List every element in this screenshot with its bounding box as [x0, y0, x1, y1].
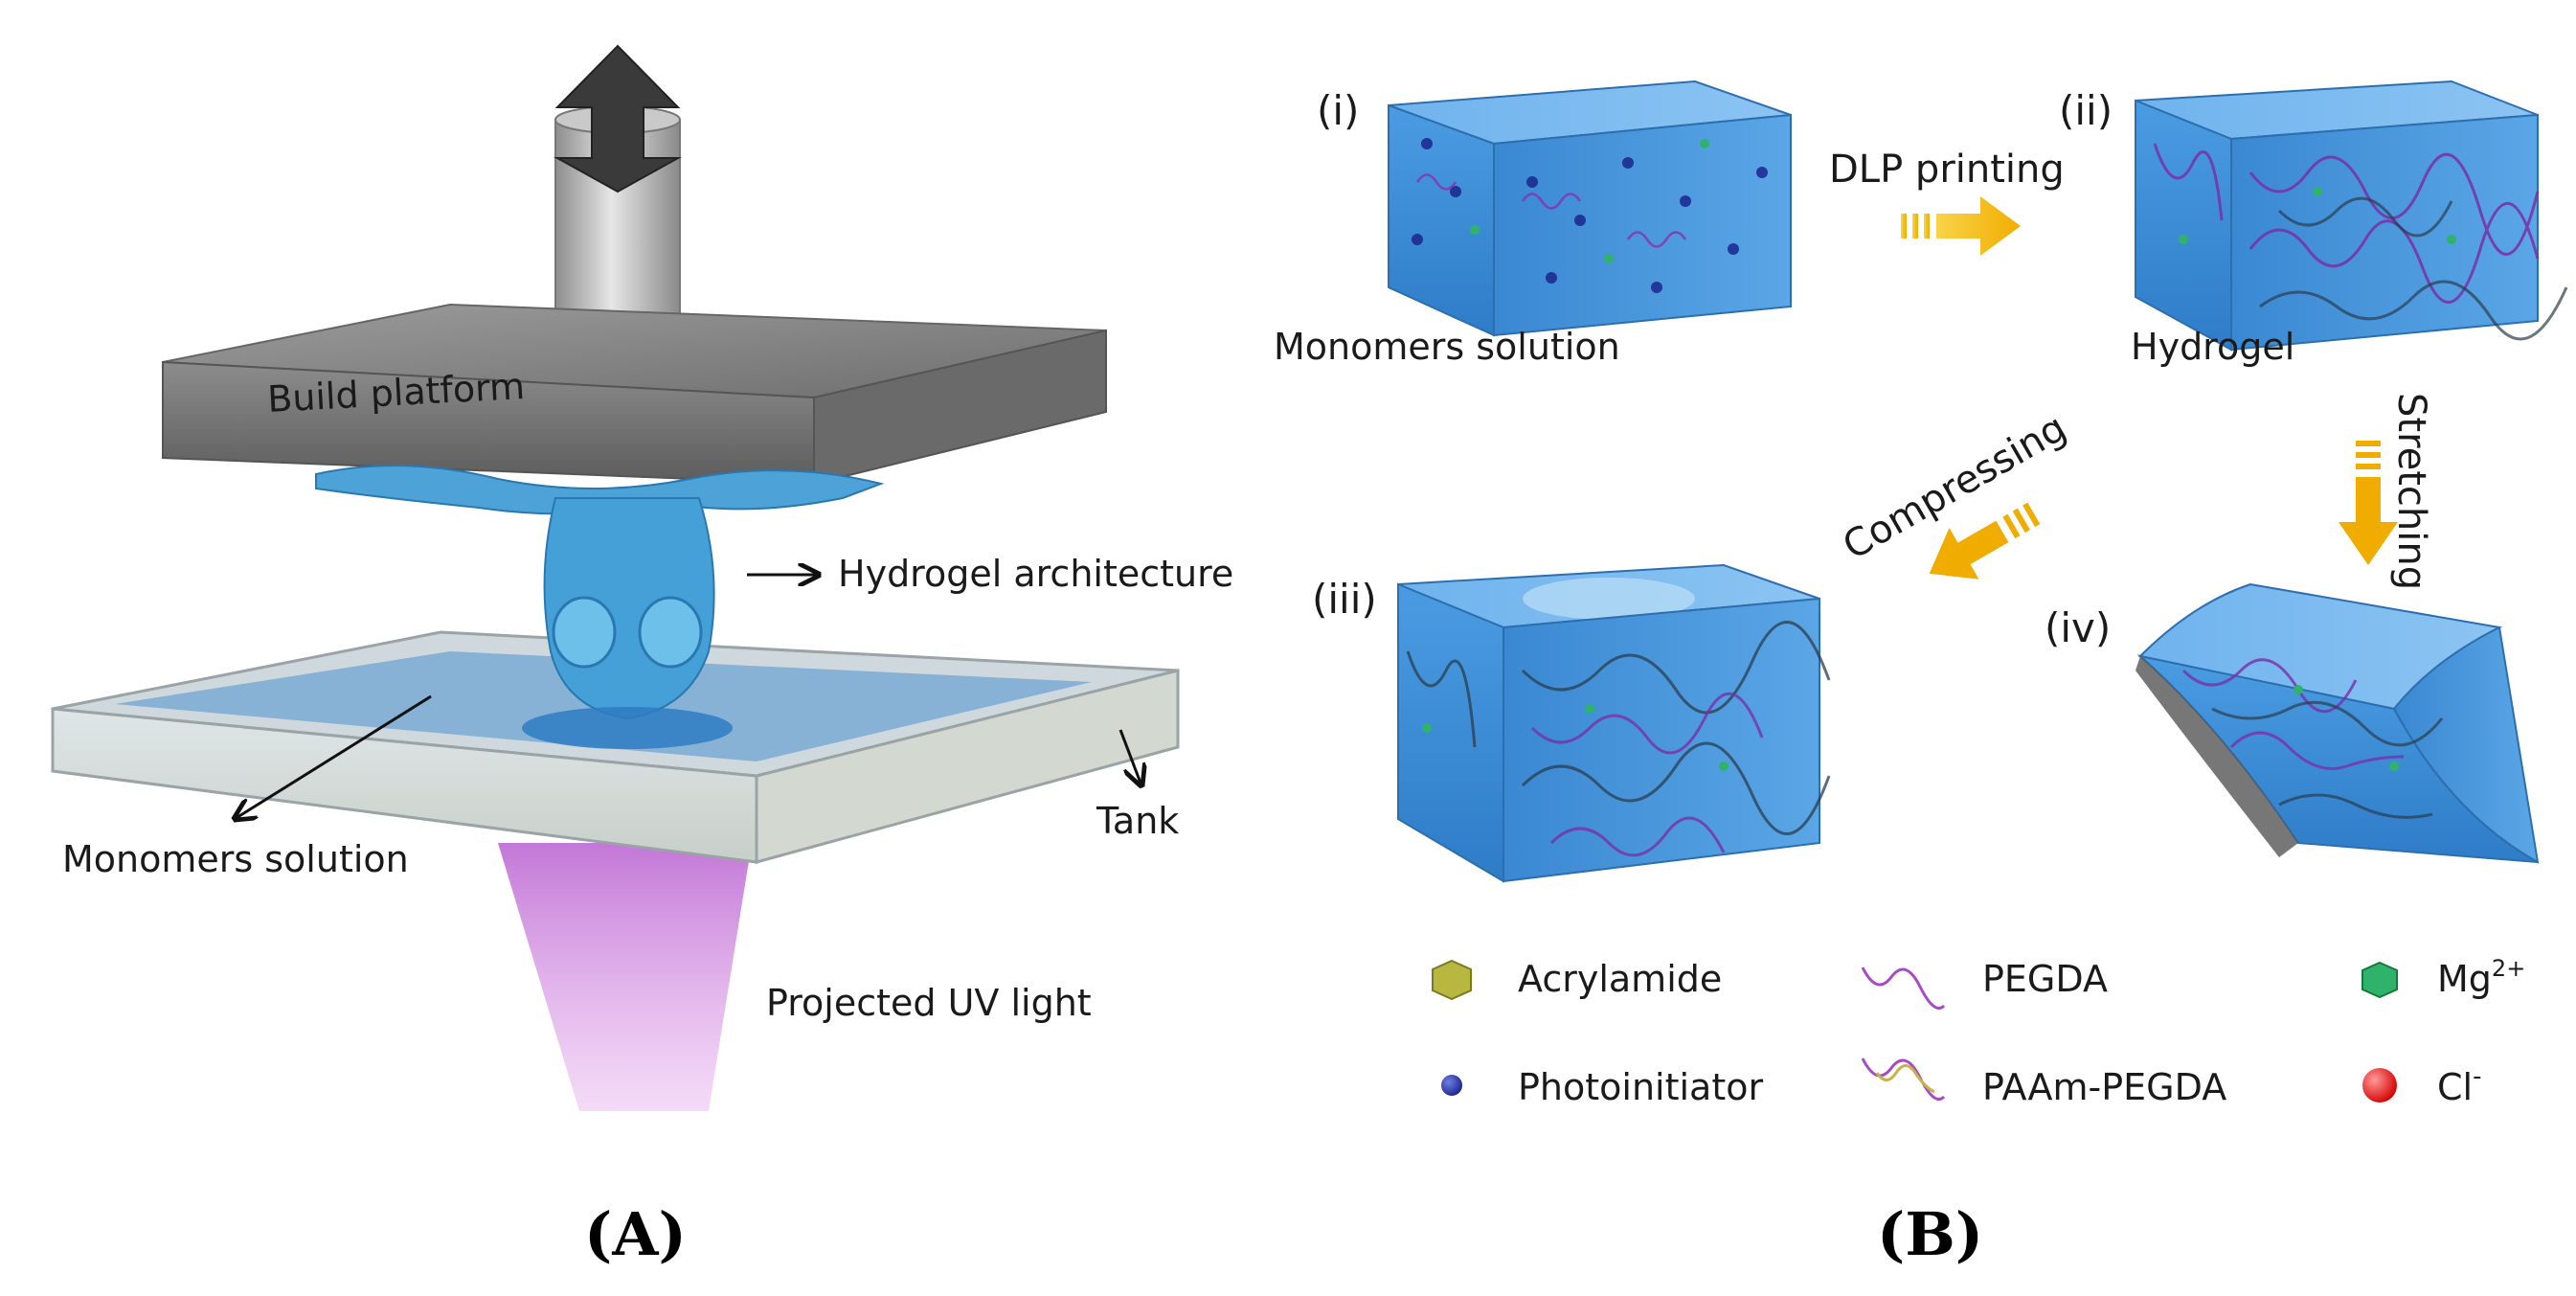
- dlp-printing-label: DLP printing: [1829, 148, 2065, 192]
- hydrogel-architecture-label: Hydrogel architecture: [838, 553, 1233, 595]
- tank-callout-arrow: [1119, 729, 1141, 785]
- mg-ion-icon: [2361, 961, 2398, 999]
- block-stretched: [2135, 582, 2540, 864]
- panel-a-label: (A): [584, 1199, 687, 1269]
- stretching-arrow-icon: [2339, 441, 2398, 565]
- cl-superscript: -: [2473, 1062, 2481, 1091]
- block-hydrogel: [2135, 80, 2568, 352]
- stage-iii-label: (iii): [1312, 576, 1377, 623]
- legend-item-paam-pegda: PAAm-PEGDA: [1861, 1057, 2226, 1108]
- stretching-label: Stretching: [2389, 393, 2433, 590]
- legend-label-mg: Mg2+: [2437, 955, 2525, 1000]
- projected-uv-label: Projected UV light: [766, 982, 1092, 1024]
- mg-superscript: 2+: [2492, 955, 2525, 982]
- stage-i-label: (i): [1317, 87, 1359, 134]
- stage-ii-label: (ii): [2059, 87, 2113, 134]
- compressing-arrow-icon: [1929, 502, 2041, 580]
- stage-iv-label: (iv): [2045, 604, 2111, 651]
- pegda-icon: [1861, 966, 1946, 1010]
- legend-item-mg: Mg2+: [2361, 955, 2525, 1000]
- legend-item-cl: Cl-: [2362, 1062, 2481, 1108]
- panel-b: (i) (ii) (iii) (iv) Monomers solution Hy…: [1274, 80, 2568, 1269]
- legend-label-acrylamide: Acrylamide: [1518, 958, 1722, 1000]
- cl-ion-icon: [2362, 1068, 2397, 1103]
- uv-light-cone: [498, 843, 752, 1111]
- block-compressed: [1397, 563, 1831, 883]
- mg-text: Mg: [2437, 958, 2492, 1000]
- photoinitiator-icon: [1441, 1075, 1462, 1096]
- legend-item-pegda: PEGDA: [1861, 958, 2108, 1010]
- legend: Acrylamide PEGDA Mg2+ Photoinitiator PAA…: [1432, 955, 2525, 1108]
- monomers-solution-label-a: Monomers solution: [62, 838, 409, 880]
- legend-item-acrylamide: Acrylamide: [1432, 958, 1722, 1001]
- legend-label-paam-pegda: PAAm-PEGDA: [1982, 1066, 2226, 1108]
- legend-label-pegda: PEGDA: [1982, 958, 2108, 1000]
- paam-pegda-icon: [1861, 1057, 1946, 1101]
- hydrogel-architecture: [315, 465, 885, 749]
- acrylamide-icon: [1432, 959, 1472, 1001]
- panel-b-label: (B): [1877, 1199, 1983, 1269]
- build-platform: [162, 303, 1107, 486]
- hydrogel-label: Hydrogel: [2131, 326, 2294, 368]
- legend-label-photoinitiator: Photoinitiator: [1518, 1066, 1763, 1108]
- solution-callout-arrow: [235, 694, 432, 819]
- cl-text: Cl: [2437, 1066, 2473, 1108]
- legend-label-cl: Cl-: [2437, 1062, 2481, 1108]
- up-down-arrow-icon: [554, 44, 682, 193]
- legend-item-photoinitiator: Photoinitiator: [1441, 1066, 1763, 1108]
- tank-label: Tank: [1096, 800, 1179, 842]
- block-monomers-solution: [1388, 80, 1792, 337]
- panel-a: Build platform Hydrogel architecture Mon…: [51, 44, 1233, 1269]
- dlp-printing-arrow-icon: [1901, 196, 2021, 256]
- monomers-solution-label-b: Monomers solution: [1274, 326, 1620, 368]
